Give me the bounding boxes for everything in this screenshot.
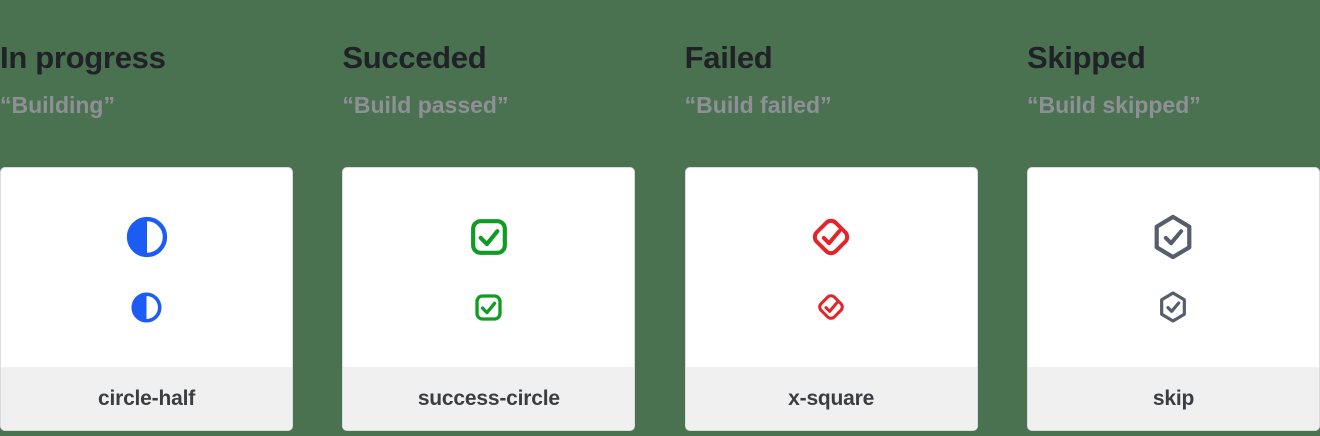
icon-card: success-circle xyxy=(342,167,636,431)
status-title: Failed xyxy=(684,40,773,75)
status-quote: “Build passed” xyxy=(342,92,509,118)
success-circle-icon-large xyxy=(469,216,509,258)
icon-card: x-square xyxy=(684,167,978,431)
status-title: Skipped xyxy=(1026,40,1146,75)
icon-card-body xyxy=(1,168,292,367)
icon-card: circle-half xyxy=(0,167,293,431)
success-circle-icon-small xyxy=(474,291,503,323)
icon-card-footer: skip xyxy=(1027,367,1319,430)
icon-card-footer: success-circle xyxy=(343,367,635,430)
status-quote: “Build skipped” xyxy=(1026,92,1201,118)
column-succeded: Succeded “Build passed” succes xyxy=(342,0,636,436)
icon-name-label: success-circle xyxy=(417,386,560,410)
status-title: In progress xyxy=(0,40,166,75)
icon-card-body xyxy=(343,168,634,367)
column-in-progress: In progress “Building” circle- xyxy=(0,0,293,436)
column-skipped: Skipped “Build skipped” skip xyxy=(1026,0,1320,436)
circle-half-icon-large xyxy=(126,216,168,258)
icon-card-footer: x-square xyxy=(685,367,977,430)
icon-card-footer: circle-half xyxy=(1,367,292,430)
icon-name-label: skip xyxy=(1152,386,1195,410)
status-quote: “Building” xyxy=(0,92,115,118)
icon-card: skip xyxy=(1026,167,1320,431)
column-failed: Failed “Build failed” x-square xyxy=(684,0,978,436)
icon-card-body xyxy=(686,168,977,367)
x-square-icon-large xyxy=(808,216,854,258)
status-quote: “Build failed” xyxy=(684,92,832,118)
x-square-icon-small xyxy=(815,291,847,323)
status-title: Succeded xyxy=(342,40,487,75)
icon-card-body xyxy=(1028,168,1319,367)
circle-half-icon-small xyxy=(131,291,162,323)
skip-icon-large xyxy=(1150,214,1196,260)
icon-name-label: x-square xyxy=(788,386,875,410)
skip-icon-small xyxy=(1157,291,1189,323)
icon-name-label: circle-half xyxy=(97,386,195,410)
